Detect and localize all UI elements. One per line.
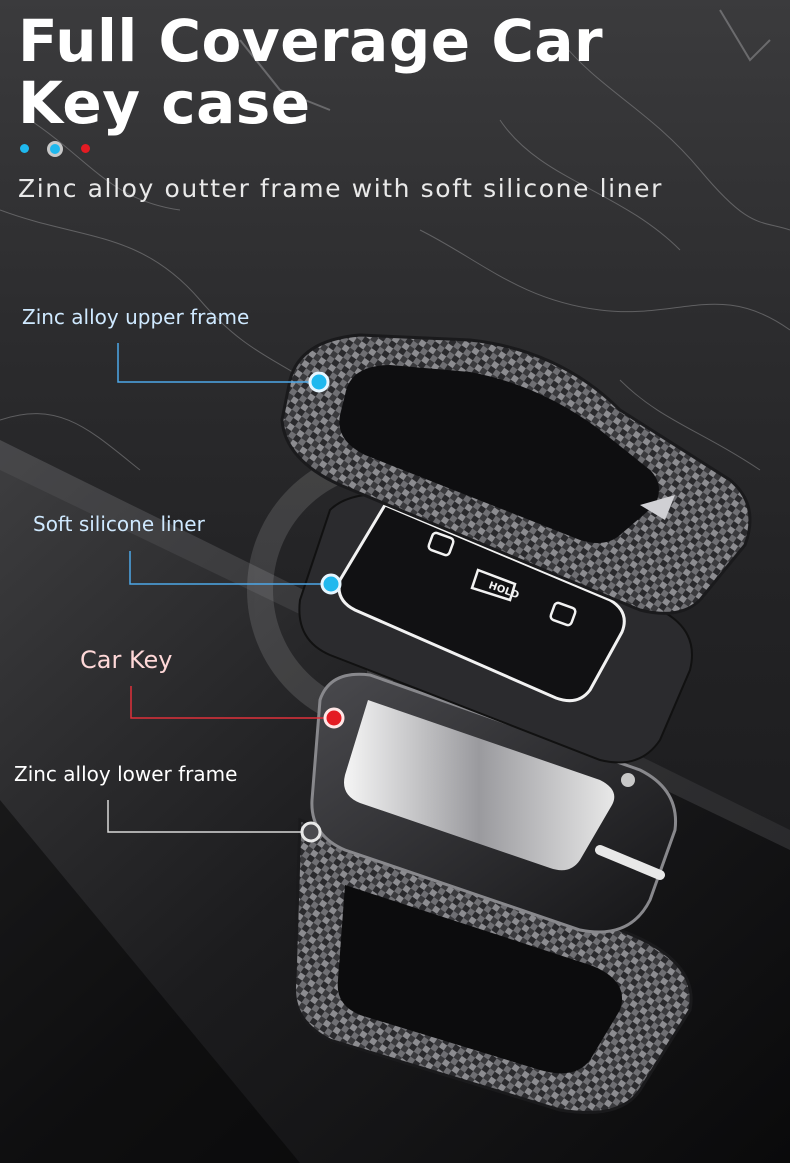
page-title: Full Coverage Car Key case xyxy=(18,7,604,137)
callout-liner: Soft silicone liner xyxy=(33,512,205,536)
trunk-icon xyxy=(470,568,517,602)
unlock-icon xyxy=(427,531,455,557)
liner-marker xyxy=(320,573,342,595)
lower-frame xyxy=(292,817,693,1114)
grey-ring-dot xyxy=(47,141,63,157)
blue-dot xyxy=(20,144,29,153)
callout-lower-frame: Zinc alloy lower frame xyxy=(14,762,238,786)
upper-frame-marker xyxy=(308,371,330,393)
car-key-marker xyxy=(323,707,345,729)
lock-icon xyxy=(549,601,577,627)
callout-upper-frame: Zinc alloy upper frame xyxy=(22,305,250,329)
lower-frame-marker xyxy=(300,821,322,843)
car-key xyxy=(310,672,678,934)
upper-frame xyxy=(280,333,752,615)
subtitle: Zinc alloy outter frame with soft silico… xyxy=(18,174,663,203)
callout-car-key: Car Key xyxy=(80,646,173,674)
red-dot xyxy=(81,144,90,153)
